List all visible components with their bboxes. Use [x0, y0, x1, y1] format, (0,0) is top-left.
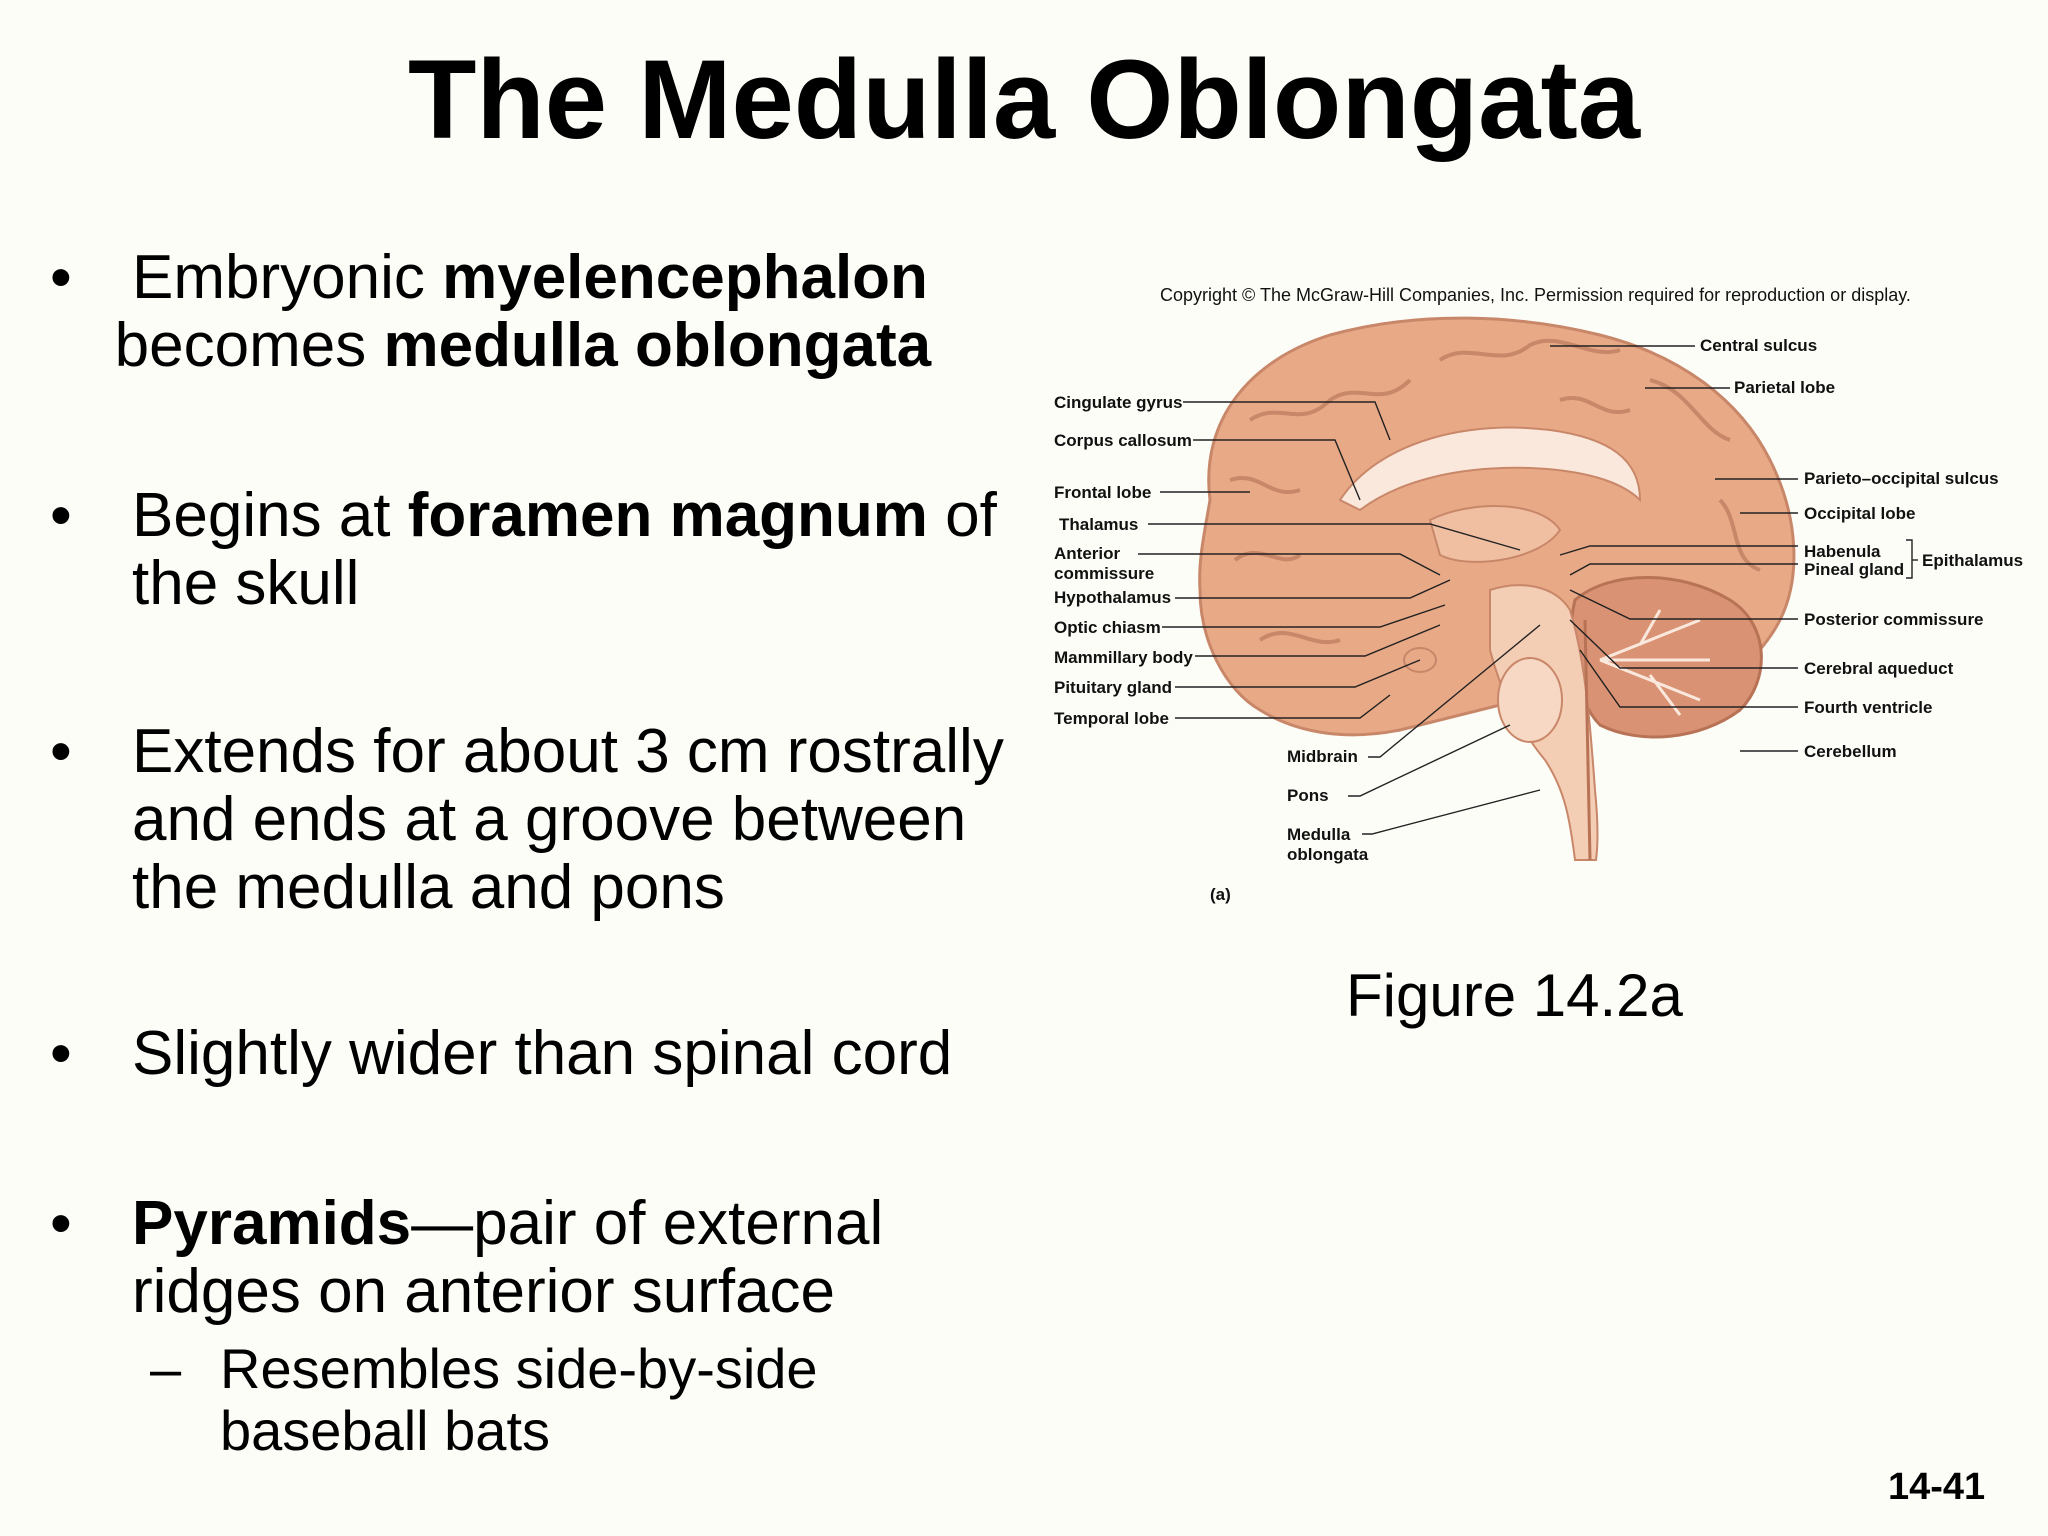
label-anterior-commissure-line1: Anterior [1054, 544, 1121, 563]
label-occipital-lobe: Occipital lobe [1804, 504, 1915, 523]
bullet-text-run: Begins at [132, 481, 408, 550]
bullet-text-run-bold: myelencephalon [442, 243, 928, 312]
bullet-text-run: —pair of external ridges on anterior sur… [132, 1189, 884, 1326]
sub-bullet-text: Resembles side-by-side baseball bats [220, 1337, 818, 1462]
brain-illustration [1198, 316, 1796, 861]
label-epithalamus: Epithalamus [1922, 551, 2023, 570]
bullet-list: • Embryonic myelencephalon becomes medul… [50, 243, 1004, 1462]
bullet-text-run-bold: medulla oblongata [383, 311, 932, 380]
label-medulla-line1: Medulla [1287, 825, 1351, 844]
label-habenula: Habenula [1804, 542, 1881, 561]
bullet-dot: • [50, 1189, 72, 1258]
bullet-dot: • [50, 481, 72, 550]
bullet-text-run: Embryonic [132, 243, 443, 312]
label-thalamus: Thalamus [1059, 515, 1138, 534]
gyri-pattern [1229, 338, 1761, 645]
label-optic-chiasm: Optic chiasm [1054, 618, 1161, 637]
figure-copyright: Copyright © The McGraw-Hill Companies, I… [1160, 285, 1911, 305]
bullet-text: Embryonic myelencephalon becomes medulla… [115, 243, 1062, 380]
corpus-callosum-shape [1338, 426, 1642, 512]
label-anterior-commissure-line2: commissure [1054, 564, 1154, 583]
cerebellum-shape [1569, 576, 1763, 739]
label-medulla-line2: oblongata [1287, 845, 1369, 864]
bullet-text-run: Slightly wider than spinal cord [132, 1019, 953, 1088]
bullet-text-run: becomes [114, 311, 384, 380]
bullet-text-run-bold: foramen magnum [407, 481, 928, 550]
label-temporal-lobe: Temporal lobe [1054, 709, 1169, 728]
label-pituitary-gland: Pituitary gland [1054, 678, 1172, 697]
label-pons: Pons [1287, 786, 1329, 805]
bullet-text: Begins at foramen magnum of the skull [132, 482, 1062, 618]
label-mammillary-body: Mammillary body [1054, 648, 1193, 667]
label-hypothalamus: Hypothalamus [1054, 588, 1171, 607]
bullet-dot: • [50, 1019, 72, 1088]
bullet-text-run: Extends for about 3 cm rostrally and end… [132, 717, 1004, 922]
sub-bullet-dash: – [150, 1337, 182, 1400]
label-midbrain: Midbrain [1287, 747, 1358, 766]
label-frontal-lobe: Frontal lobe [1054, 483, 1151, 502]
panel-label: (a) [1210, 885, 1231, 904]
bullet-text: Slightly wider than spinal cord [132, 1020, 1062, 1088]
bullet-text-run-bold: Pyramids [132, 1189, 412, 1258]
label-parietal-lobe: Parietal lobe [1734, 378, 1835, 397]
bullet-text: Extends for about 3 cm rostrally and end… [132, 718, 1062, 922]
label-cerebral-aqueduct: Cerebral aqueduct [1804, 659, 1954, 678]
label-posterior-commissure: Posterior commissure [1804, 610, 1984, 629]
leader-lines [1138, 345, 1918, 835]
label-cingulate-gyrus: Cingulate gyrus [1054, 393, 1182, 412]
slide-number: 14-41 [1888, 1466, 1986, 1508]
slide-title: The Medulla Oblongata [407, 37, 1641, 162]
figure-labels: Central sulcus Parietal lobe Cingulate g… [1054, 336, 2023, 904]
brain-sagittal-figure: Central sulcus Parietal lobe Cingulate g… [1054, 316, 2023, 904]
label-parieto-occipital-sulcus: Parieto–occipital sulcus [1804, 469, 1999, 488]
thalamus-shape [1428, 505, 1562, 563]
label-corpus-callosum: Corpus callosum [1054, 431, 1192, 450]
bullet-text-run: of the skull [132, 481, 997, 618]
spinal-canal-line [1583, 619, 1592, 861]
label-cerebellum: Cerebellum [1804, 742, 1897, 761]
bullet-dot: • [50, 717, 72, 786]
pons-shape [1497, 657, 1563, 743]
bullet-dot: • [50, 243, 72, 312]
figure-caption: Figure 14.2a [1346, 962, 1683, 1029]
label-pineal-gland: Pineal gland [1804, 560, 1904, 579]
label-central-sulcus: Central sulcus [1700, 336, 1817, 355]
cerebellum-arbor [1599, 609, 1710, 716]
bullet-text: Pyramids—pair of external ridges on ante… [132, 1190, 972, 1326]
label-fourth-ventricle: Fourth ventricle [1804, 698, 1932, 717]
